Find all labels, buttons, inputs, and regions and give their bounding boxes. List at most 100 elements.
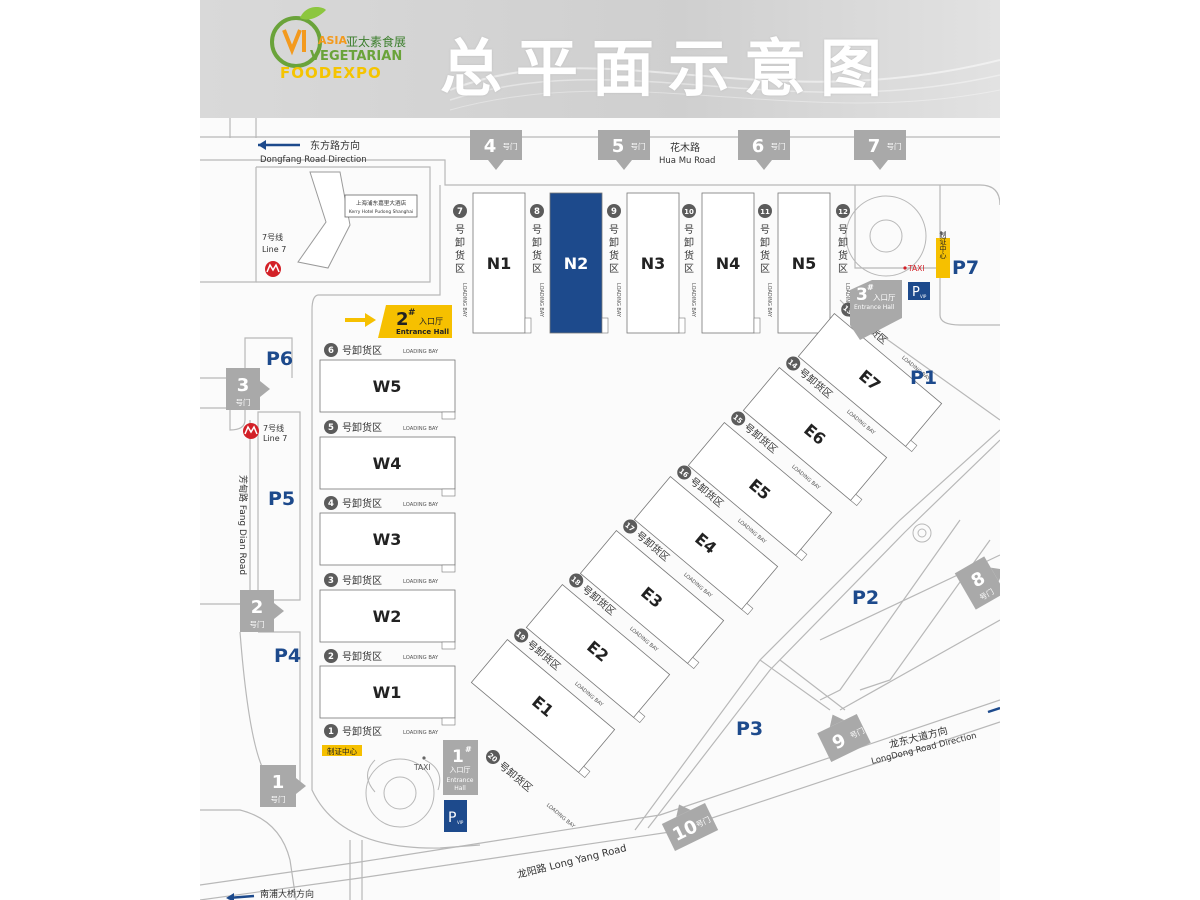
entrance-2-cn: 入口厅 [419, 317, 443, 326]
loading-bay-cn: 号卸货区 [342, 574, 382, 587]
hall-w1[interactable]: W1 [319, 665, 456, 726]
hall-n3[interactable]: N3 [626, 192, 686, 334]
loading-bay-en: LOADING BAY [461, 283, 467, 318]
hall-building[interactable] [777, 192, 831, 334]
hall-building[interactable] [319, 589, 456, 643]
hall-building[interactable] [319, 665, 456, 719]
hall-building[interactable] [701, 192, 755, 334]
arrow-up-icon [829, 714, 845, 728]
hall-building[interactable] [319, 359, 456, 413]
entrance-2[interactable]: 2 # 入口厅 Entrance Hall [345, 305, 452, 338]
banner-waves [270, 7, 1000, 111]
hall-w2[interactable]: W2 [319, 589, 456, 650]
hall-building[interactable] [579, 529, 725, 665]
hall-n1[interactable]: N1 [472, 192, 532, 334]
loading-bay-cn: 号卸货区 [342, 421, 382, 434]
loading-bay-cn: 号卸货区 [342, 344, 382, 357]
hall-n5[interactable]: N5 [777, 192, 837, 334]
hall-building[interactable] [319, 512, 456, 566]
gate-1[interactable]: 1号门 [260, 765, 306, 807]
loading-bay-char: 区 [684, 263, 694, 275]
loading-bay-badge [324, 343, 338, 357]
taxi-dot-icon [422, 756, 426, 760]
gate-label: 号门 [887, 142, 902, 151]
hall-building[interactable] [626, 192, 680, 334]
hall-w4[interactable]: W4 [319, 436, 456, 497]
road-lines [200, 118, 1000, 900]
entrance-3-box[interactable] [850, 280, 902, 340]
gate-box[interactable] [954, 556, 1000, 610]
loading-bay-char: 货 [760, 249, 770, 262]
loading-bay-char: 号 [760, 224, 770, 236]
hall-name: N5 [792, 254, 817, 273]
entrance-1-en2: Hall [454, 785, 466, 792]
hotel-building: 上海浦东嘉里大酒店 Kerry Hotel Pudong Shanghai [297, 171, 418, 269]
hall-building[interactable] [687, 421, 833, 557]
hall-building[interactable] [742, 366, 888, 502]
entrance-1-sym: # [465, 745, 472, 754]
gate-box[interactable] [470, 130, 522, 160]
loading-bay-char: 货 [838, 249, 848, 262]
entrance-2-box[interactable] [378, 305, 452, 338]
entrance-3[interactable]: 3 # 入口厅 Entrance Hall P VIP TAXI 制证中心 [850, 230, 950, 340]
hall-n2[interactable]: N2 [549, 192, 609, 334]
loading-bay-char: 卸 [684, 236, 694, 249]
gate-box[interactable] [817, 713, 871, 763]
gate-box[interactable] [260, 765, 296, 807]
loading-bay-char: 货 [684, 249, 694, 262]
gate-number: 3 [237, 375, 250, 396]
entrance-1[interactable]: 1 # 入口厅 Entrance Hall P VIP TAXI 制证中心 [322, 740, 478, 832]
loading-bay-char: 号 [532, 224, 542, 236]
gate-3[interactable]: 3号门 [226, 368, 270, 410]
gate-box[interactable] [598, 130, 650, 160]
entrance-3-cn: 入口厅 [873, 293, 896, 302]
gate-number: 5 [612, 136, 625, 157]
hall-n4[interactable]: N4 [701, 192, 761, 334]
loading-bay-badge [514, 628, 529, 643]
hall-building[interactable] [797, 312, 943, 448]
logo-foodexpo: FOODEXPO [280, 64, 382, 82]
hall-w5[interactable]: W5 [319, 359, 456, 420]
hall-building[interactable] [470, 638, 616, 774]
loading-bay-char: 区 [838, 263, 848, 275]
logo-vegetarian: VEGETARIAN [310, 49, 403, 64]
gate-8[interactable]: 8号门 [954, 551, 1000, 610]
parking-labels: P1 P2 P3 P4 P5 P6 P7 [266, 257, 979, 740]
parking-p5: P5 [268, 488, 295, 510]
entrance-1-box[interactable] [443, 740, 478, 795]
gate-box[interactable] [240, 590, 274, 632]
parking-p6: P6 [266, 348, 293, 370]
gate-box[interactable] [854, 130, 906, 160]
gate-2[interactable]: 2号门 [240, 590, 284, 632]
loading-bay-badge [453, 204, 467, 218]
hall-w3[interactable]: W3 [319, 512, 456, 573]
hall-building[interactable] [472, 192, 526, 334]
arrow-right-icon [260, 381, 270, 397]
hall-building[interactable] [633, 475, 779, 611]
road-nanpu-cn: 南浦大桥方向 [260, 888, 314, 900]
vip-label: VIP [457, 820, 464, 825]
logo-leaf-icon [300, 7, 326, 20]
loading-bay-badge [758, 204, 772, 218]
loading-bay-badge [324, 496, 338, 510]
gate-box[interactable] [661, 802, 719, 852]
loading-bay-char: 货 [609, 249, 619, 262]
gate-box[interactable] [738, 130, 790, 160]
hall-building[interactable] [525, 583, 671, 719]
entrance-1-en1: Entrance [447, 777, 474, 784]
hotel-name-cn: 上海浦东嘉里大酒店 [356, 199, 407, 207]
hall-building[interactable] [319, 436, 456, 490]
hall-building[interactable] [549, 192, 603, 334]
hall-name: N1 [487, 254, 512, 273]
gate-box[interactable] [226, 368, 260, 410]
vip-p: P [912, 285, 920, 300]
